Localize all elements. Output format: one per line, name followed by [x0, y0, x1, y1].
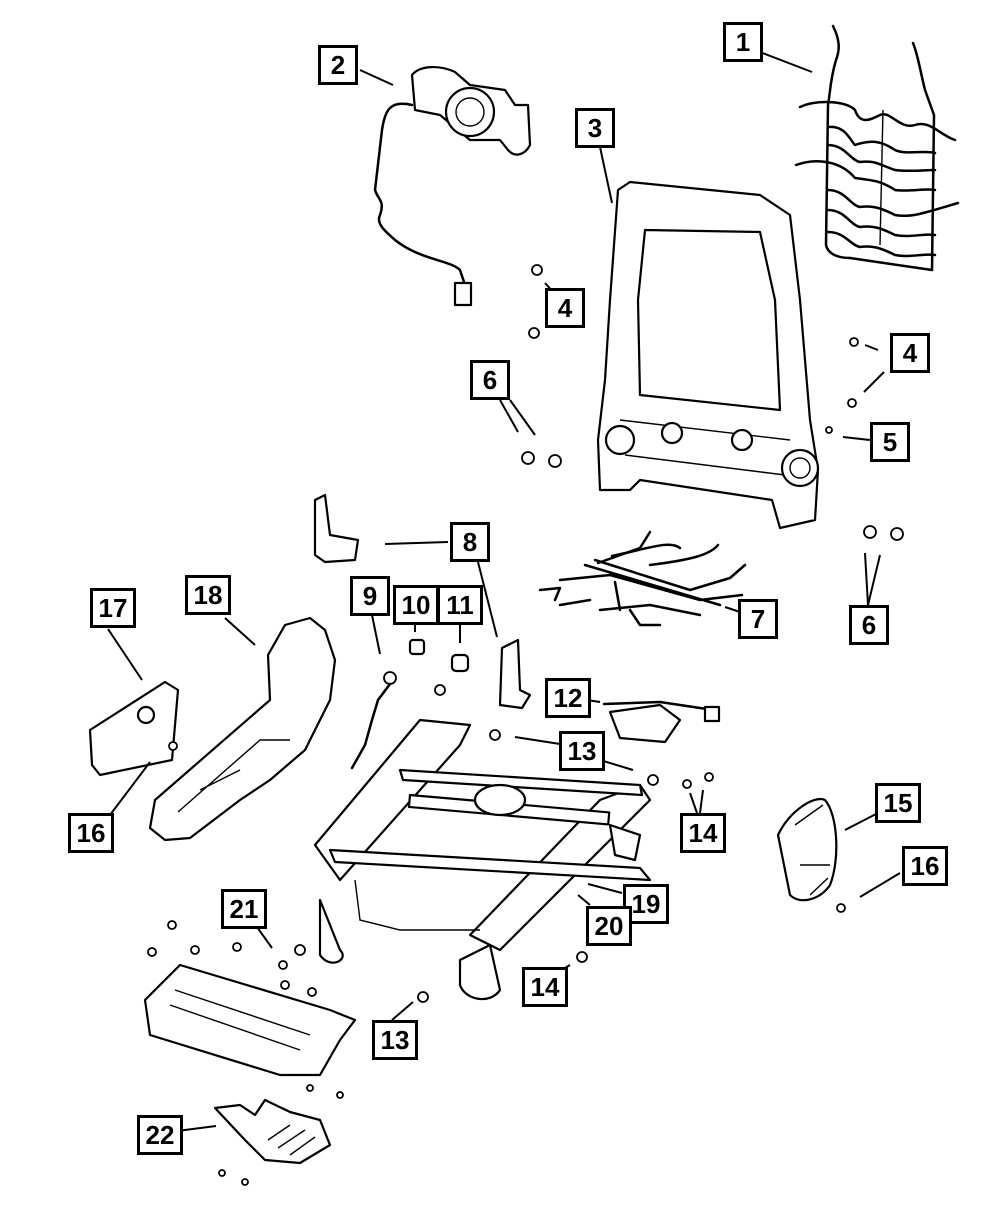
callout-7[interactable]: 7 [738, 599, 778, 639]
callout-15[interactable]: 15 [875, 783, 921, 823]
callout-14-upper[interactable]: 14 [680, 813, 726, 853]
part-cushion-frame [313, 718, 652, 1001]
callout-19[interactable]: 19 [623, 884, 669, 924]
callout-10[interactable]: 10 [393, 585, 439, 625]
callout-8[interactable]: 8 [450, 522, 490, 562]
callout-22[interactable]: 22 [137, 1115, 183, 1155]
parts-9-10-11 [350, 638, 470, 770]
callout-5[interactable]: 5 [870, 422, 910, 462]
callout-13-upper[interactable]: 13 [559, 731, 605, 771]
callout-18[interactable]: 18 [185, 575, 231, 615]
callout-1[interactable]: 1 [723, 22, 763, 62]
callout-2[interactable]: 2 [318, 45, 358, 85]
callout-11[interactable]: 11 [437, 585, 483, 625]
callout-21[interactable]: 21 [221, 889, 267, 929]
callout-14-lower[interactable]: 14 [522, 967, 568, 1007]
part-side-bracket [313, 493, 532, 710]
part-head-module [373, 66, 532, 307]
callout-3[interactable]: 3 [575, 108, 615, 148]
part-riser-21 [143, 920, 357, 1077]
fasteners-4-5-6 [521, 264, 904, 541]
part-module-12 [602, 700, 721, 744]
callout-6-right[interactable]: 6 [849, 605, 889, 645]
part-bracket-22 [213, 1084, 344, 1186]
callout-16-left[interactable]: 16 [68, 813, 114, 853]
callout-9[interactable]: 9 [350, 576, 390, 616]
callout-16-right[interactable]: 16 [902, 846, 948, 886]
part-seat-back-frame [596, 180, 820, 530]
callout-6-left[interactable]: 6 [470, 360, 510, 400]
fasteners-13-14-16 [417, 729, 846, 1003]
callout-20[interactable]: 20 [586, 906, 632, 946]
callout-13-lower[interactable]: 13 [372, 1020, 418, 1060]
part-cover-15 [776, 797, 838, 902]
callout-4-right[interactable]: 4 [890, 333, 930, 373]
part-side-shield-18 [148, 616, 337, 842]
callout-4-left[interactable]: 4 [545, 288, 585, 328]
part-trim-17 [88, 680, 180, 777]
part-cushion-wires [538, 530, 747, 627]
callout-17[interactable]: 17 [90, 588, 136, 628]
part-wire-mat [794, 24, 960, 272]
callout-12[interactable]: 12 [545, 678, 591, 718]
